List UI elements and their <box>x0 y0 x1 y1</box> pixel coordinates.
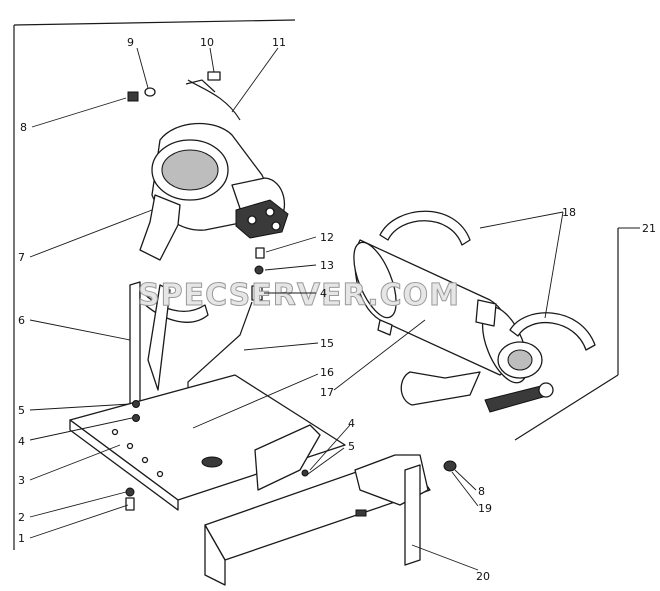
muffler-assembly <box>353 239 554 413</box>
leader-2 <box>29 491 127 518</box>
muffler-outlet-pipe <box>475 299 497 327</box>
frame-bolt <box>355 509 367 517</box>
leader-15 <box>243 342 319 351</box>
leader-9 <box>136 47 149 89</box>
bolt-5-right <box>301 469 309 477</box>
base-hole-2 <box>126 442 134 450</box>
callout-18: 18 <box>562 206 576 219</box>
muffler-stub <box>377 319 393 336</box>
leader-13 <box>264 264 317 271</box>
watermark-text: SPECSERVER.COM <box>138 278 460 313</box>
callout-21: 21 <box>642 222 656 235</box>
callout-10: 10 <box>200 36 214 49</box>
base-hole-1 <box>111 428 119 436</box>
fitting-bolt-3 <box>271 221 281 231</box>
leader-8-right <box>454 469 477 491</box>
callout-8-right: 8 <box>478 485 485 498</box>
callout-4-left: 4 <box>18 435 25 448</box>
callout-5-left: 5 <box>18 404 25 417</box>
callout-4-middle: 4 <box>320 287 327 300</box>
base-plate-slot <box>201 456 223 468</box>
callout-19: 19 <box>478 502 492 515</box>
callout-16: 16 <box>320 366 334 379</box>
fitting-12 <box>255 247 265 259</box>
callout-6: 6 <box>18 314 25 327</box>
leader-20 <box>411 544 479 571</box>
nut-8 <box>127 91 139 102</box>
leader-5-right <box>307 447 345 475</box>
leader-10 <box>209 47 215 73</box>
base-hole-3 <box>141 456 149 464</box>
muffler-left-end <box>353 241 397 319</box>
leader-19 <box>451 471 479 507</box>
callout-12: 12 <box>320 231 334 244</box>
callout-9: 9 <box>127 36 134 49</box>
support-diagonal-arm <box>147 284 171 391</box>
nut-19 <box>443 460 457 472</box>
leader-7 <box>29 209 153 258</box>
clamp-strap <box>187 79 241 121</box>
washer-9 <box>144 87 156 97</box>
callout-4-right: 4 <box>348 417 355 430</box>
nut-5-left <box>132 400 140 408</box>
top-border-line <box>13 19 296 26</box>
callout-11: 11 <box>272 36 286 49</box>
callout-3: 3 <box>18 474 25 487</box>
right-group-diagonal <box>514 374 619 441</box>
clamp-bracket <box>185 79 216 93</box>
clamp-bolt-10 <box>207 71 221 81</box>
frame-rail-upright <box>404 464 421 566</box>
bolt-1 <box>125 497 135 511</box>
leader-16 <box>192 373 319 429</box>
washer-2 <box>125 487 135 497</box>
callout-8-left: 8 <box>20 121 27 134</box>
leader-4-right <box>309 424 351 471</box>
callout-5-right: 5 <box>348 440 355 453</box>
washer-13 <box>254 265 264 275</box>
leader-4-left <box>29 417 133 441</box>
leader-8-left <box>31 97 127 128</box>
callout-2: 2 <box>18 511 25 524</box>
union-14 <box>251 285 263 301</box>
leader-17 <box>333 319 426 391</box>
callout-13: 13 <box>320 259 334 272</box>
callout-17: 17 <box>320 386 334 399</box>
leader-18a <box>479 211 564 229</box>
leader-12 <box>265 236 317 253</box>
leader-6 <box>29 319 131 341</box>
clamp-nut <box>538 382 554 398</box>
callout-20: 20 <box>476 570 490 583</box>
fitting-bolt-1 <box>247 215 257 225</box>
flange-inner <box>507 349 533 371</box>
washer-4-left <box>132 414 140 422</box>
filter-inlet-spout <box>139 194 181 261</box>
channel-bracket <box>254 424 321 491</box>
leader-18b <box>544 211 564 319</box>
frame-rail-side <box>204 524 226 586</box>
fitting-bolt-2 <box>265 207 275 217</box>
muffler-strap-left <box>379 210 471 246</box>
frame-rail-20 <box>204 454 431 586</box>
leader-1 <box>29 504 129 539</box>
air-filter-cap-inner <box>161 149 219 191</box>
muffler-elbow-pipe <box>400 371 481 406</box>
muffler-strap-right <box>509 312 596 351</box>
leader-5-left <box>29 403 131 411</box>
base-plate-edge <box>69 419 179 511</box>
callout-15: 15 <box>320 337 334 350</box>
air-filter-assembly <box>139 122 289 261</box>
callout-7: 7 <box>18 251 25 264</box>
leader-3 <box>29 444 121 481</box>
callout-1: 1 <box>18 532 25 545</box>
base-hole-4 <box>156 470 164 478</box>
leader-11 <box>231 47 279 113</box>
